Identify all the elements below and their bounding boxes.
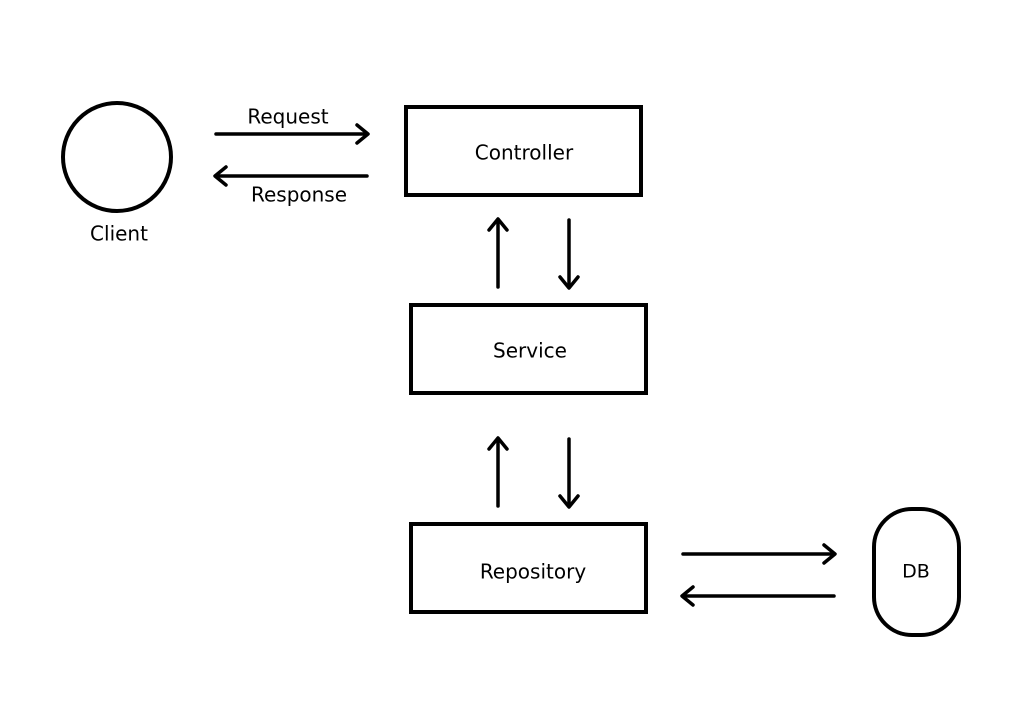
client-label: Client bbox=[90, 222, 148, 246]
repository-to-db-arrow bbox=[681, 543, 837, 565]
service-to-repository-arrow bbox=[558, 437, 580, 509]
repository-node: Repository bbox=[409, 522, 648, 614]
request-arrow bbox=[214, 123, 370, 145]
client-circle bbox=[61, 101, 173, 213]
repository-box bbox=[409, 522, 648, 614]
service-node: Service bbox=[409, 303, 648, 395]
controller-node: Controller bbox=[404, 105, 643, 197]
service-label: Service bbox=[493, 339, 567, 363]
service-to-controller-arrow bbox=[487, 217, 509, 289]
controller-box bbox=[404, 105, 643, 197]
response-arrow bbox=[213, 165, 369, 187]
service-box bbox=[409, 303, 648, 395]
db-shape bbox=[872, 507, 961, 637]
repository-label: Repository bbox=[480, 560, 587, 584]
controller-to-service-arrow bbox=[558, 218, 580, 290]
controller-label: Controller bbox=[475, 141, 574, 165]
request-label: Request bbox=[247, 105, 328, 129]
db-node: DB bbox=[872, 507, 961, 637]
db-to-repository-arrow bbox=[680, 585, 836, 607]
client-node: Client bbox=[61, 101, 173, 246]
repository-to-service-arrow bbox=[487, 436, 509, 508]
db-label: DB bbox=[902, 561, 930, 583]
response-label: Response bbox=[251, 183, 347, 207]
